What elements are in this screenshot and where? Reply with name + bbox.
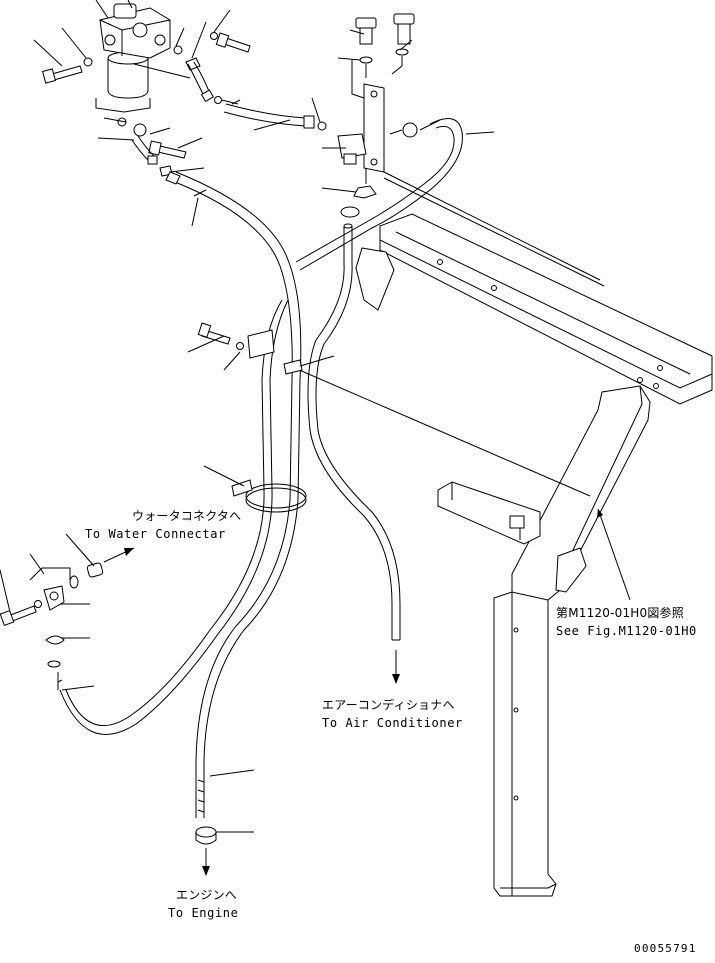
engine-label-jp: エンジンへ: [176, 888, 238, 902]
cab-frame: [355, 213, 713, 897]
callout-leaders: [0, 0, 495, 833]
water-connector-fittings: [0, 562, 104, 690]
water-filter-assembly: [42, 0, 201, 99]
bolt-upper-middle: [210, 32, 251, 53]
band-clamp: [231, 479, 307, 513]
water-connector-label-jp: ウォータコネクタへ: [132, 509, 242, 523]
engine-label-en: To Engine: [168, 906, 239, 920]
water-connector-label-en: To Water Connectar: [85, 527, 226, 541]
drawing-number: 00055791: [634, 942, 697, 955]
air-conditioner-label-en: To Air Conditioner: [322, 716, 463, 730]
see-figure-label-en: See Fig.M1120-01H0: [556, 624, 697, 638]
hose-clamp-middle: [197, 322, 303, 375]
filter-lower-fittings: [95, 98, 187, 177]
see-figure-label-jp: 第M1120-01H0図参照: [556, 606, 684, 620]
air-conditioner-label-jp: エアーコンディショナヘ: [322, 698, 455, 712]
valve-bracket: [337, 13, 418, 218]
